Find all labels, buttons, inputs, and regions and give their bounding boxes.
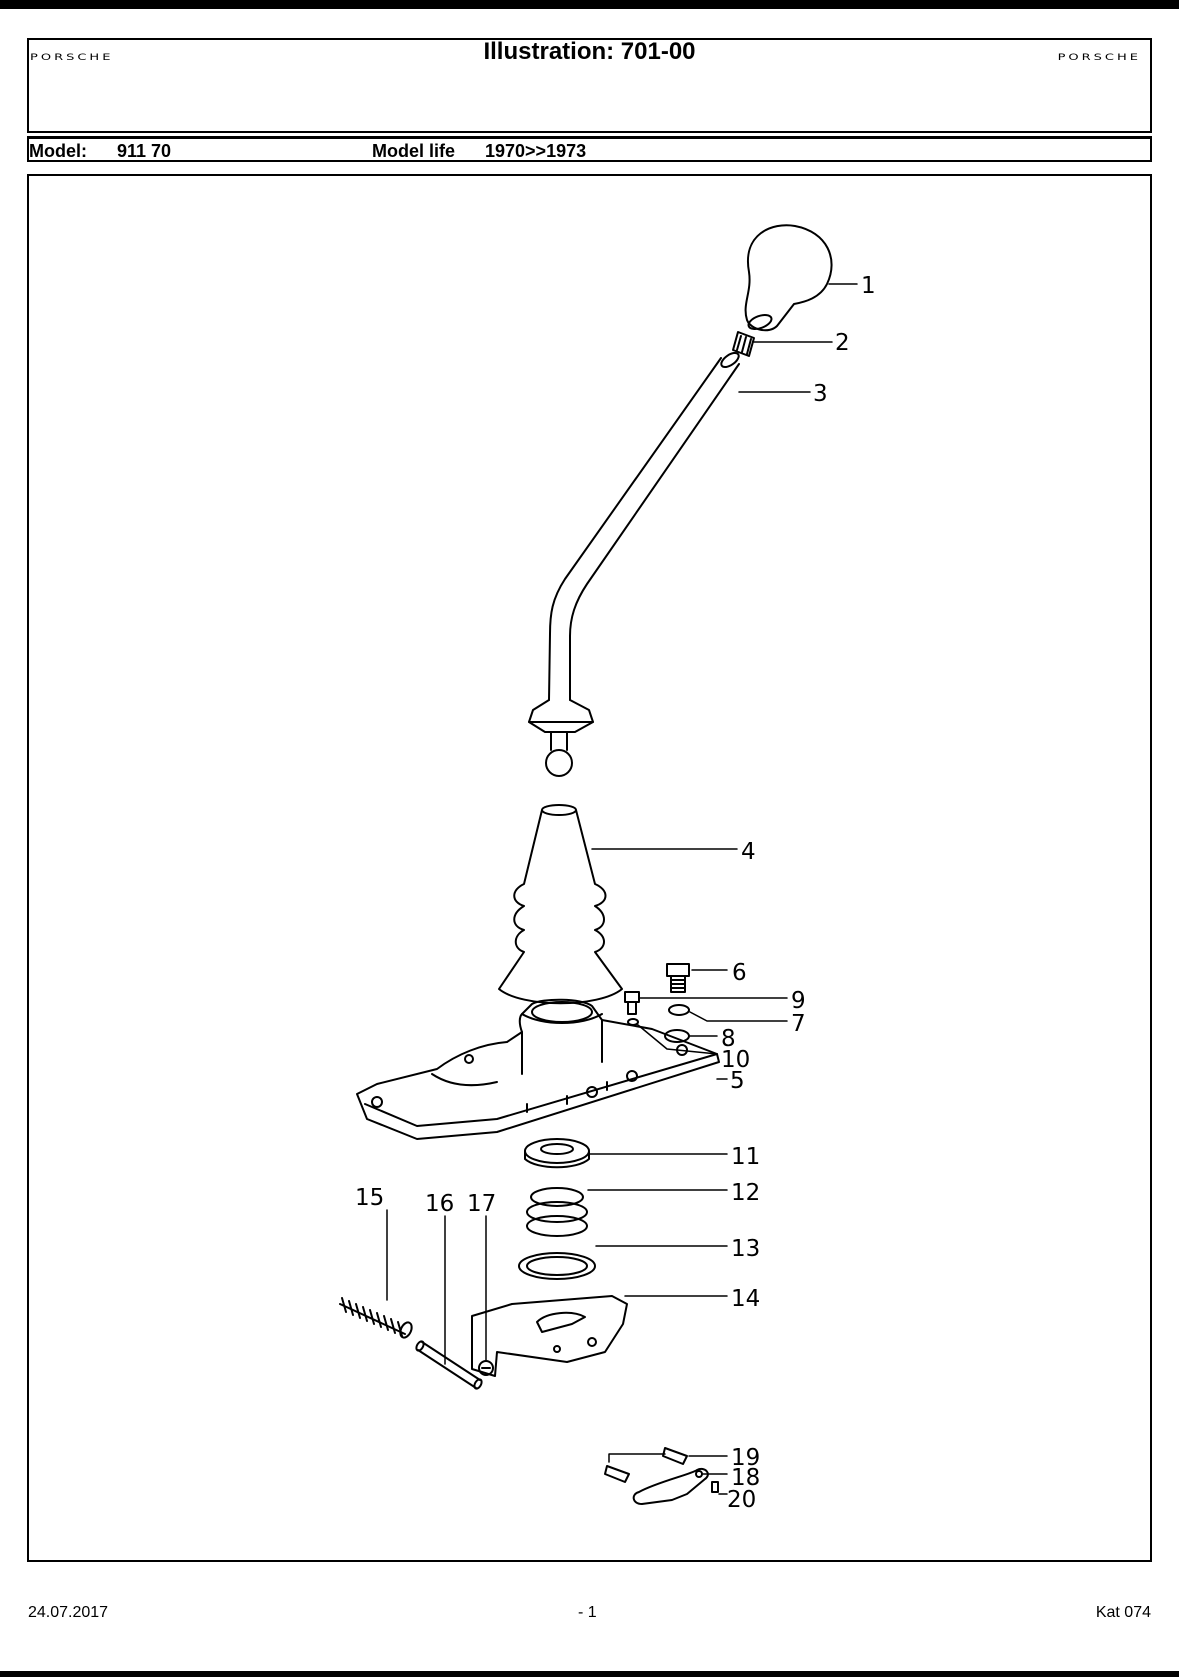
callout-3: 3 <box>813 381 828 407</box>
part-base-plate <box>471 1295 628 1377</box>
callout-8: 8 <box>721 1026 736 1052</box>
bottom-bar <box>0 1671 1179 1677</box>
callout-11: 11 <box>731 1144 760 1170</box>
part-lever <box>632 1468 709 1505</box>
brand-logo-left: PORSCHE <box>30 52 114 63</box>
part-spring <box>526 1187 588 1237</box>
diagram-frame <box>27 174 1152 1562</box>
model-value: 911 70 <box>117 141 172 161</box>
header-box <box>27 38 1152 133</box>
callout-2: 2 <box>835 330 850 356</box>
part-guide-ring <box>524 1138 590 1169</box>
callout-14: 14 <box>731 1286 760 1312</box>
model-row: Model: 911 70 Model life 1970>>1973 <box>27 136 1152 162</box>
callout-labels: 1 2 3 4 6 9 7 8 10 5 11 12 13 14 15 16 1… <box>355 273 876 1513</box>
model-label: Model: <box>29 141 87 161</box>
leader-lines <box>386 283 858 1495</box>
callout-17: 17 <box>467 1191 496 1217</box>
callout-6: 6 <box>732 960 747 986</box>
callout-19: 19 <box>731 1445 760 1471</box>
callout-12: 12 <box>731 1180 760 1206</box>
part-washer-7 <box>668 1004 690 1016</box>
footer-page: - 1 <box>578 1604 597 1621</box>
part-bolt-small <box>624 991 640 1015</box>
part-housing-plate <box>356 998 720 1140</box>
part-small-pin <box>711 1481 719 1493</box>
part-retaining-ring <box>518 1252 596 1280</box>
callout-5: 5 <box>730 1068 745 1094</box>
part-bolt-large <box>666 963 690 993</box>
part-shift-lever <box>528 351 740 777</box>
page-title: Illustration: 701-00 <box>483 38 696 65</box>
model-life-value: 1970>>1973 <box>485 141 587 161</box>
model-life-label: Model life <box>372 141 456 161</box>
callout-7: 7 <box>791 1011 806 1037</box>
footer-catalog: Kat 074 <box>1095 1604 1151 1621</box>
callout-15: 15 <box>355 1185 384 1211</box>
callout-16: 16 <box>425 1191 454 1217</box>
part-rubber-boot <box>498 804 623 1005</box>
callout-20: 20 <box>727 1487 756 1513</box>
exploded-view-diagram: 1 2 3 4 6 9 7 8 10 5 11 12 13 14 15 16 1… <box>339 224 876 1513</box>
brand-logo-right: PORSCHE <box>1057 52 1141 63</box>
part-pin <box>415 1340 483 1390</box>
callout-1: 1 <box>861 273 876 299</box>
callout-9: 9 <box>791 988 806 1014</box>
footer-date: 24.07.2017 <box>28 1604 109 1621</box>
part-insert <box>732 331 755 357</box>
callout-10: 10 <box>721 1047 750 1073</box>
callout-13: 13 <box>731 1236 760 1262</box>
top-bar <box>0 0 1179 9</box>
part-screws <box>604 1447 688 1483</box>
part-detent-spring <box>339 1297 413 1339</box>
callout-4: 4 <box>741 839 756 865</box>
part-shift-knob <box>744 224 833 332</box>
part-clip <box>478 1360 494 1376</box>
callout-18: 18 <box>731 1465 760 1491</box>
